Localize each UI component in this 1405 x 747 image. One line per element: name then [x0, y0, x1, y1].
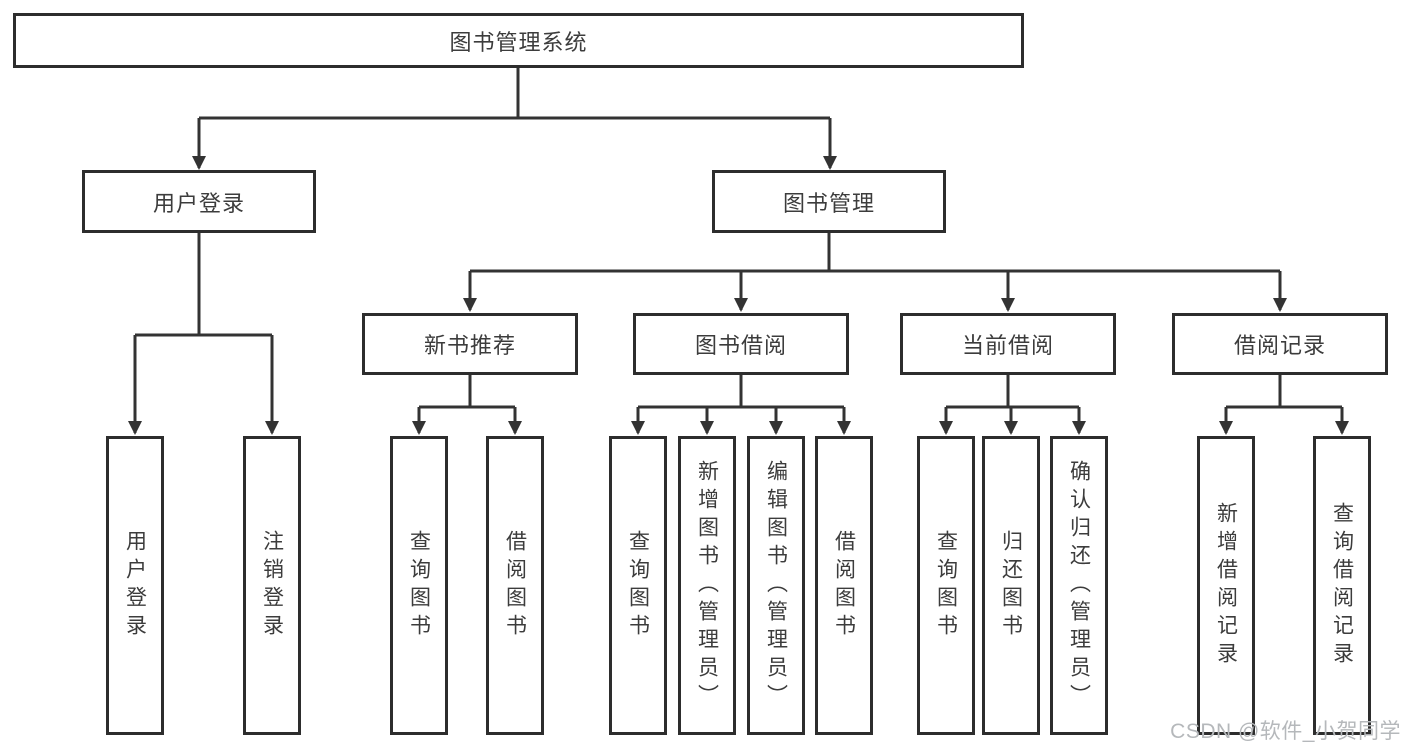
node-book-borrow-label: 图书借阅 — [694, 333, 787, 358]
node-current-borrow: 当前借阅 — [900, 313, 1116, 375]
node-root-label: 图书管理系统 — [449, 29, 588, 55]
node-borrow-records: 借阅记录 — [1172, 313, 1388, 375]
leaf-edit-book-admin-label: 编辑图书（管理员） — [764, 459, 788, 712]
connector-root-trunk — [199, 68, 830, 120]
node-current-borrow-label: 当前借阅 — [961, 333, 1054, 358]
leaf-query-borrow-record-label: 查询借阅记录 — [1330, 501, 1354, 670]
leaf-return-books: 归还图书 — [982, 436, 1040, 735]
node-user-login: 用户登录 — [82, 170, 316, 233]
node-book-borrow: 图书借阅 — [633, 313, 849, 375]
connector-user-login-trunk — [135, 233, 272, 337]
leaf-recommend-borrow-books: 借阅图书 — [486, 436, 544, 735]
leaf-current-query-books: 查询图书 — [917, 436, 975, 735]
node-root: 图书管理系统 — [13, 13, 1024, 68]
leaf-add-borrow-record-label: 新增借阅记录 — [1214, 501, 1238, 670]
connector-current-borrow-trunk — [946, 375, 1079, 409]
leaf-edit-book-admin: 编辑图书（管理员） — [747, 436, 805, 735]
leaf-add-book-admin: 新增图书（管理员） — [678, 436, 736, 735]
node-new-book-recommend-label: 新书推荐 — [423, 333, 516, 358]
leaf-add-borrow-record: 新增借阅记录 — [1197, 436, 1255, 735]
leaf-confirm-return-admin-label: 确认归还（管理员） — [1067, 459, 1091, 712]
watermark: CSDN @软件_小贺同学 — [1170, 720, 1401, 743]
leaf-current-query-books-label: 查询图书 — [934, 529, 958, 642]
leaf-recommend-borrow-books-label: 借阅图书 — [503, 529, 527, 642]
leaf-query-borrow-record: 查询借阅记录 — [1313, 436, 1371, 735]
leaf-user-login-label: 用户登录 — [123, 529, 147, 642]
node-book-management: 图书管理 — [712, 170, 946, 233]
leaf-logout: 注销登录 — [243, 436, 301, 735]
connector-borrow-records-trunk — [1226, 375, 1342, 409]
connector-book-borrow-trunk — [638, 375, 844, 409]
leaf-recommend-query-books: 查询图书 — [390, 436, 448, 735]
leaf-borrow-query-books: 查询图书 — [609, 436, 667, 735]
connector-new-book-trunk — [419, 375, 515, 409]
leaf-logout-label: 注销登录 — [260, 529, 284, 642]
leaf-borrow-books: 借阅图书 — [815, 436, 873, 735]
leaf-borrow-books-label: 借阅图书 — [832, 529, 856, 642]
leaf-user-login: 用户登录 — [106, 436, 164, 735]
leaf-add-book-admin-label: 新增图书（管理员） — [695, 459, 719, 712]
node-new-book-recommend: 新书推荐 — [362, 313, 578, 375]
leaf-confirm-return-admin: 确认归还（管理员） — [1050, 436, 1108, 735]
connector-book-management-trunk — [470, 233, 1280, 273]
leaf-return-books-label: 归还图书 — [999, 529, 1023, 642]
node-user-login-label: 用户登录 — [152, 190, 245, 216]
leaf-recommend-query-books-label: 查询图书 — [407, 529, 431, 642]
leaf-borrow-query-books-label: 查询图书 — [626, 529, 650, 642]
node-book-management-label: 图书管理 — [782, 190, 875, 216]
node-borrow-records-label: 借阅记录 — [1233, 333, 1326, 358]
